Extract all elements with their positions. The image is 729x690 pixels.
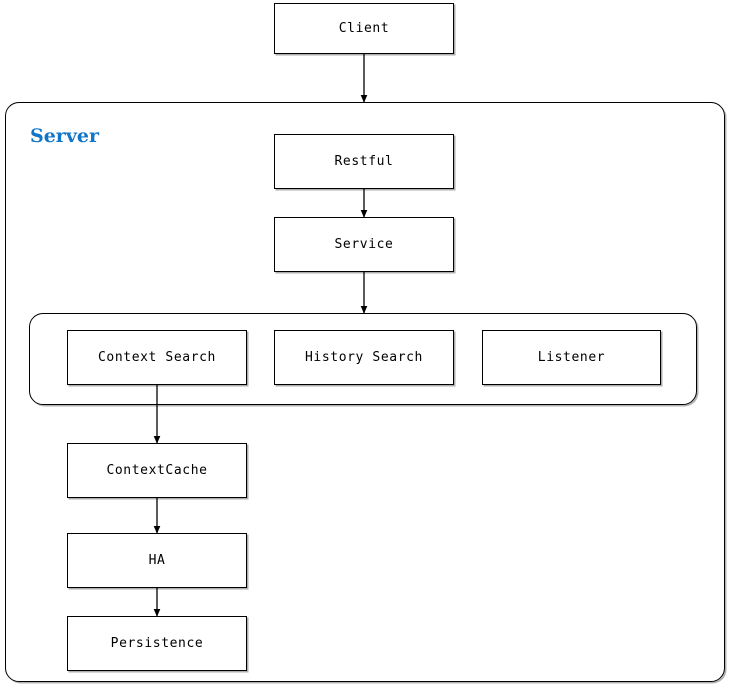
edge-layer	[153, 54, 368, 617]
node-context-cache[interactable]: ContextCache	[67, 443, 247, 498]
node-label-context-cache: ContextCache	[106, 463, 208, 478]
node-context-search[interactable]: Context Search	[67, 330, 247, 385]
node-restful[interactable]: Restful	[274, 134, 454, 189]
group-label-server: Server	[30, 125, 99, 147]
node-label-ha: HA	[148, 553, 166, 568]
node-ha[interactable]: HA	[67, 533, 247, 588]
node-history-search[interactable]: History Search	[274, 330, 454, 385]
node-label-restful: Restful	[334, 154, 394, 169]
node-listener[interactable]: Listener	[482, 330, 661, 385]
node-label-service: Service	[334, 237, 394, 252]
node-label-persistence: Persistence	[110, 636, 204, 651]
node-client[interactable]: Client	[274, 3, 454, 54]
node-service[interactable]: Service	[274, 217, 454, 272]
node-label-listener: Listener	[537, 350, 606, 365]
node-label-context-search: Context Search	[98, 350, 216, 365]
node-persistence[interactable]: Persistence	[67, 616, 247, 671]
node-label-history-search: History Search	[305, 350, 423, 365]
node-label-client: Client	[338, 21, 390, 36]
